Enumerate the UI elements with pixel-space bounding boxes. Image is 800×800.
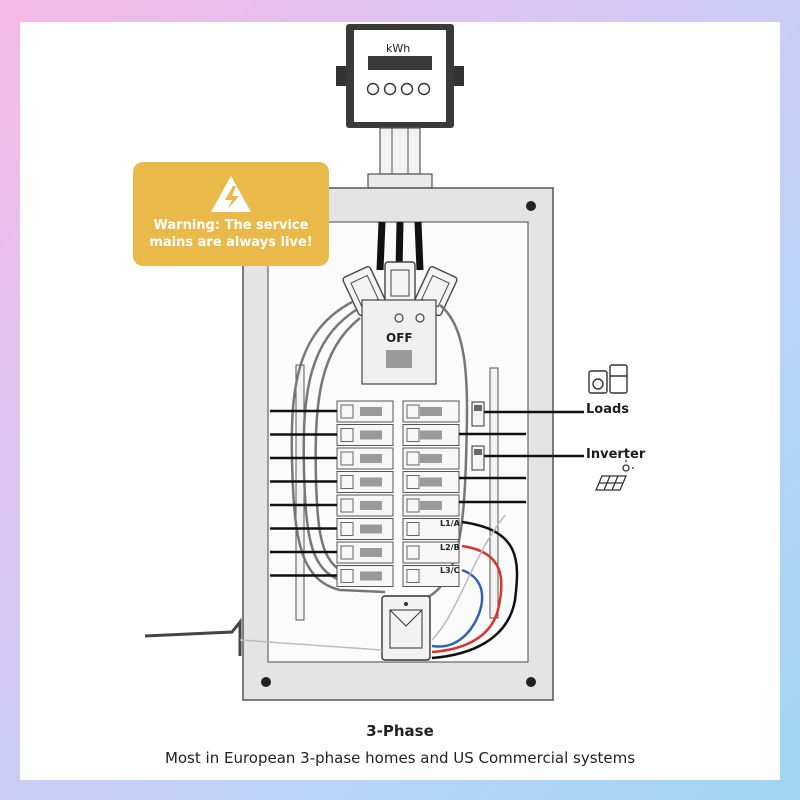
caption-title: 3-Phase <box>366 722 434 740</box>
main-breaker <box>361 299 437 385</box>
breaker-right <box>402 518 460 540</box>
phase-wires <box>431 514 519 660</box>
branch-wires <box>270 409 526 577</box>
high-voltage-icon <box>211 176 251 212</box>
warning-line-2: mains are always live! <box>149 235 313 250</box>
appliances-icon <box>588 364 628 394</box>
inverter-label: Inverter <box>586 447 646 462</box>
ground-rod <box>144 617 383 656</box>
phase-label-l1: L1/A <box>440 519 460 528</box>
output-wires <box>484 410 584 458</box>
output-ct-clamps <box>471 401 485 471</box>
energy-meter <box>336 24 464 189</box>
loads-label: Loads <box>586 402 630 417</box>
breaker-right <box>402 565 460 587</box>
main-switch-label: OFF <box>386 331 413 345</box>
breaker-right <box>402 541 460 564</box>
warning-line-1: Warning: The service <box>153 218 309 233</box>
caption-subtitle: Most in European 3-phase homes and US Co… <box>164 749 636 767</box>
kwh-label: kWh <box>386 42 411 55</box>
solar-panel-icon <box>595 460 634 491</box>
phase-label-l2: L2/B <box>440 543 460 552</box>
phase-label-l3: L3/C <box>440 566 460 575</box>
warning-callout: Warning: The service mains are always li… <box>133 162 329 266</box>
energy-monitor-device <box>381 595 431 661</box>
